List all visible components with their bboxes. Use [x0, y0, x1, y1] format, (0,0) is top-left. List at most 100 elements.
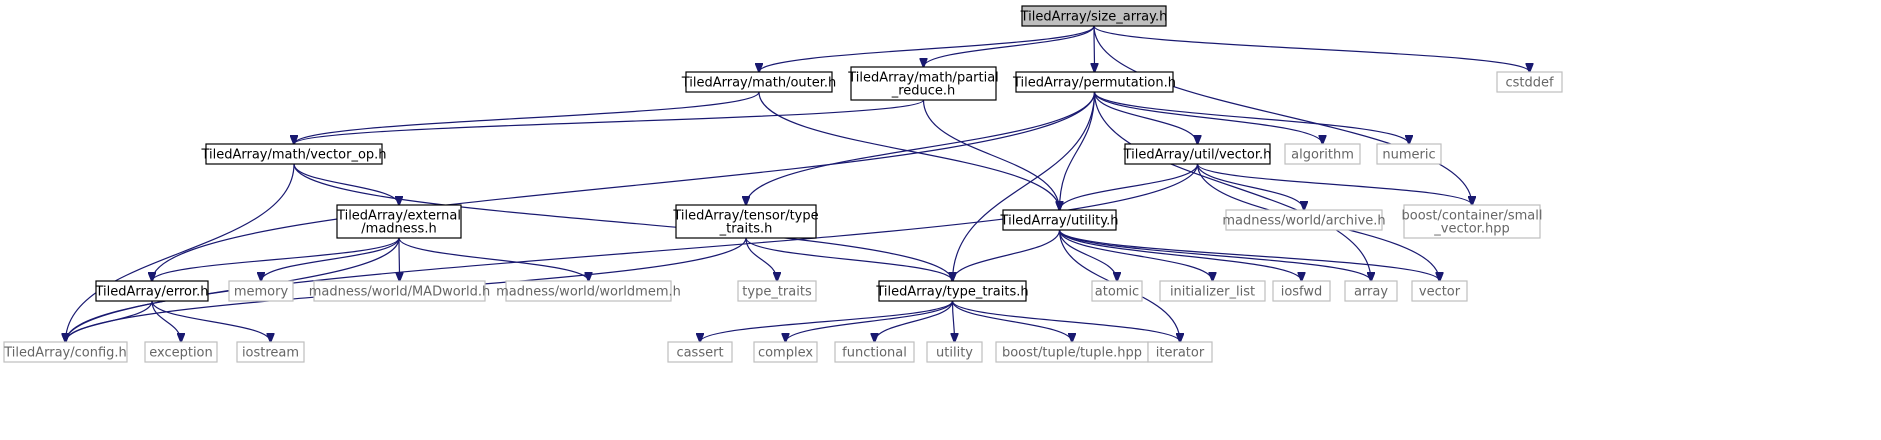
node-box-complex: [753, 341, 818, 363]
edge-utility-to-iosfwd: [1058, 229, 1302, 281]
node-utility[interactable]: TiledArray/utility.h: [1000, 209, 1119, 231]
edge-type_traits_ta-to-iterator: [951, 300, 1181, 342]
node-box-vector: [1411, 280, 1468, 302]
node-util_vector[interactable]: TiledArray/util/vector.h: [1123, 143, 1272, 165]
node-box-iosfwd: [1272, 280, 1331, 302]
node-complex[interactable]: complex: [753, 341, 818, 363]
node-box-algorithm: [1284, 143, 1361, 165]
node-exception[interactable]: exception: [144, 341, 218, 363]
node-label-tensor_type_traits-1: _traits.h: [719, 222, 773, 237]
node-box-ext_madness: [336, 204, 462, 239]
edge-permutation-to-tensor_type_traits: [746, 91, 1096, 205]
edge-type_traits_ta-to-cassert: [700, 300, 954, 342]
node-memory[interactable]: memory: [228, 280, 294, 302]
node-box-utility_std: [926, 341, 983, 363]
node-label-error-0: TiledArray/error.h: [94, 285, 208, 300]
edge-permutation-to-algorithm: [1093, 91, 1323, 144]
edge-type_traits_ta-to-complex: [786, 300, 954, 342]
node-outer[interactable]: TiledArray/math/outer.h: [681, 71, 837, 93]
node-box-tensor_type_traits: [675, 204, 817, 239]
node-worldmem[interactable]: madness/world/worldmem.h: [496, 280, 681, 302]
node-label-initializer_list-0: initializer_list: [1170, 285, 1255, 300]
node-label-ext_madness-1: /madness.h: [361, 222, 436, 237]
node-label-vector_op-0: TiledArray/math/vector_op.h: [200, 148, 386, 163]
node-tensor_type_traits[interactable]: TiledArray/tensor/type_traits.h: [672, 204, 819, 239]
node-box-array: [1344, 280, 1398, 302]
node-label-type_traits_std-0: type_traits: [742, 285, 812, 300]
edge-utility-to-atomic: [1058, 229, 1118, 281]
node-box-config: [3, 341, 128, 363]
edge-utility-to-initializer_list: [1058, 229, 1213, 281]
node-iostream[interactable]: iostream: [236, 341, 305, 363]
node-label-complex-0: complex: [758, 346, 813, 361]
node-vector[interactable]: vector: [1411, 280, 1468, 302]
node-iterator[interactable]: iterator: [1147, 341, 1213, 363]
edge-util_vector-to-utility: [1060, 163, 1199, 210]
node-tuple[interactable]: boost/tuple/tuple.hpp: [995, 341, 1149, 363]
node-type_traits_ta[interactable]: TiledArray/type_traits.h: [875, 280, 1029, 302]
node-box-iostream: [236, 341, 305, 363]
node-atomic[interactable]: atomic: [1091, 280, 1143, 302]
edge-type_traits_ta-to-tuple: [951, 300, 1073, 342]
node-vector_op[interactable]: TiledArray/math/vector_op.h: [200, 143, 387, 165]
node-size_array[interactable]: TiledArray/size_array.h: [1020, 5, 1168, 27]
node-label-iterator-0: iterator: [1156, 346, 1205, 361]
node-label-cassert-0: cassert: [676, 346, 723, 361]
node-cassert[interactable]: cassert: [667, 341, 733, 363]
edge-type_traits_ta-to-utility_std: [953, 300, 955, 342]
node-label-tensor_type_traits-0: TiledArray/tensor/type: [672, 209, 818, 224]
node-box-functional: [834, 341, 915, 363]
node-box-worldmem: [505, 280, 672, 302]
node-box-small_vector: [1403, 204, 1541, 239]
node-error[interactable]: TiledArray/error.h: [94, 280, 209, 302]
node-label-partial_reduce-1: _reduce.h: [891, 84, 956, 99]
edge-utility-to-array: [1058, 229, 1372, 281]
node-config[interactable]: TiledArray/config.h: [3, 341, 128, 363]
node-initializer_list[interactable]: initializer_list: [1159, 280, 1266, 302]
node-label-type_traits_ta-0: TiledArray/type_traits.h: [875, 285, 1028, 300]
edge-util_vector-to-config: [66, 163, 1199, 342]
node-box-size_array: [1021, 5, 1167, 27]
node-label-partial_reduce-0: TiledArray/math/partial: [847, 71, 999, 86]
node-label-exception-0: exception: [149, 346, 213, 361]
node-box-error: [95, 280, 209, 302]
edge-vector_op-to-ext_madness: [293, 163, 399, 205]
node-label-worldmem-0: madness/world/worldmem.h: [496, 285, 681, 300]
node-ext_madness[interactable]: TiledArray/external/madness.h: [336, 204, 462, 239]
node-small_vector[interactable]: boost/container/small_vector.hpp: [1401, 204, 1543, 239]
node-box-cstddef: [1496, 71, 1563, 93]
node-numeric[interactable]: numeric: [1376, 143, 1442, 165]
node-label-iostream-0: iostream: [242, 346, 299, 361]
node-array[interactable]: array: [1344, 280, 1398, 302]
edge-outer-to-utility: [758, 91, 1060, 210]
node-madworld[interactable]: madness/world/MADworld.h: [309, 280, 491, 302]
node-functional[interactable]: functional: [834, 341, 915, 363]
node-box-utility: [1002, 209, 1117, 231]
node-label-archive-0: madness/world/archive.h: [1222, 214, 1385, 229]
edge-error-to-iostream: [151, 300, 271, 342]
node-utility_std[interactable]: utility: [926, 341, 983, 363]
edge-vector_op-to-config: [66, 163, 295, 342]
edge-size_array-to-partial_reduce: [924, 25, 1095, 67]
node-permutation[interactable]: TiledArray/permutation.h: [1012, 71, 1176, 93]
node-iosfwd[interactable]: iosfwd: [1272, 280, 1331, 302]
node-label-memory-0: memory: [234, 285, 289, 300]
node-box-initializer_list: [1159, 280, 1266, 302]
node-type_traits_std[interactable]: type_traits: [737, 280, 817, 302]
node-box-outer: [685, 71, 833, 93]
node-box-cassert: [667, 341, 733, 363]
node-partial_reduce[interactable]: TiledArray/math/partial_reduce.h: [847, 66, 999, 101]
node-label-tuple-0: boost/tuple/tuple.hpp: [1002, 346, 1142, 361]
edge-permutation-to-error: [152, 91, 1096, 281]
node-archive[interactable]: madness/world/archive.h: [1222, 209, 1386, 231]
node-box-archive: [1225, 209, 1383, 231]
edge-size_array-to-cstddef: [1093, 25, 1530, 72]
node-box-madworld: [313, 280, 486, 302]
node-algorithm[interactable]: algorithm: [1284, 143, 1361, 165]
edge-outer-to-vector_op: [294, 91, 760, 144]
node-cstddef[interactable]: cstddef: [1496, 71, 1563, 93]
edge-tensor_type_traits-to-type_traits_std: [745, 237, 777, 281]
edge-permutation-to-util_vector: [1093, 91, 1198, 144]
node-box-type_traits_std: [737, 280, 817, 302]
